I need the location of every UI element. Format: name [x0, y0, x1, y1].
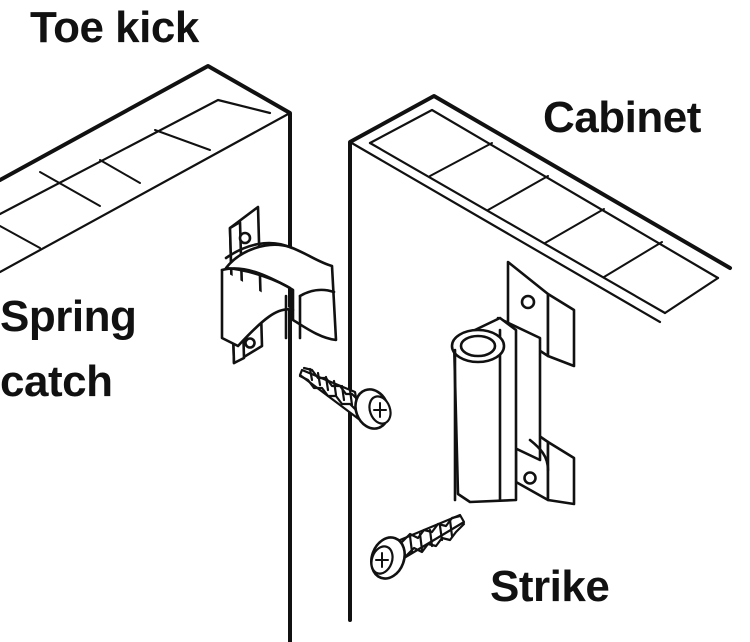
label-cabinet: Cabinet [543, 93, 701, 142]
phillips-screw-head-icon [373, 402, 387, 418]
screw-strike [370, 513, 466, 580]
label-toe-kick: Toe kick [30, 3, 199, 52]
label-spring-catch-line2: catch [0, 357, 113, 406]
screw-catch [298, 366, 392, 430]
label-strike: Strike [490, 562, 610, 611]
label-spring-catch-line1: Spring [0, 292, 137, 341]
toe-kick-panel [0, 64, 292, 642]
strike [450, 260, 576, 506]
spring-catch [220, 205, 338, 365]
phillips-screw-head-icon [375, 552, 389, 568]
